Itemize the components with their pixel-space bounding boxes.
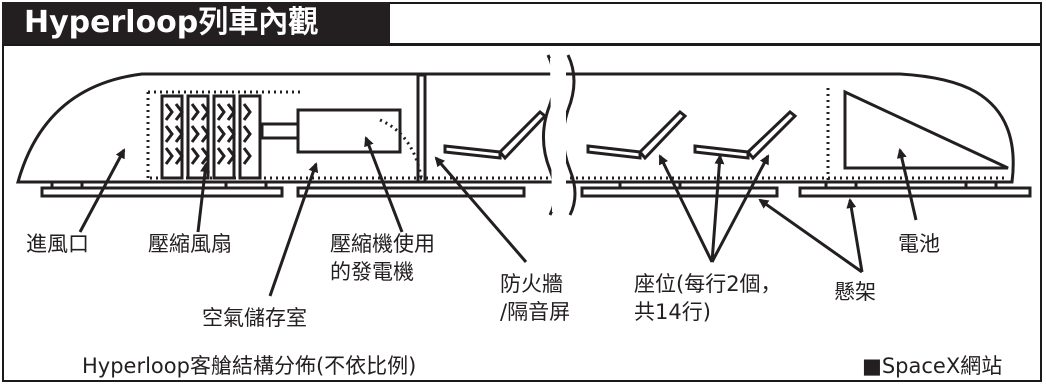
source-credit: ■SpaceX網站 xyxy=(862,354,1003,378)
arrow-battery xyxy=(896,148,918,221)
label-compressor-line1: 壓縮機使用 xyxy=(330,232,435,256)
arrow-firewall xyxy=(434,156,528,263)
label-air-tank: 空氣儲存室 xyxy=(202,306,307,330)
compression-fan xyxy=(160,94,262,180)
arrow-suspension-2 xyxy=(846,198,864,273)
label-compressor-line2: 的發電機 xyxy=(330,260,414,284)
label-seats-line2: 共14行) xyxy=(634,300,711,324)
title-bar xyxy=(2,2,1042,46)
arrow-intake xyxy=(78,148,126,233)
arrow-seat-1 xyxy=(658,154,714,263)
label-firewall-line2: /隔音屏 xyxy=(500,300,571,324)
generator-box xyxy=(296,108,402,154)
arrow-seat-3 xyxy=(710,154,770,263)
suspension-rails xyxy=(40,180,1032,198)
arrow-compressor xyxy=(364,136,404,233)
label-battery: 電池 xyxy=(898,232,940,256)
arrow-air-tank xyxy=(268,162,319,297)
figure-frame xyxy=(2,2,1042,382)
seats xyxy=(443,109,798,161)
break-mark xyxy=(542,54,577,216)
label-seats-line1: 座位(每行2個， xyxy=(634,272,782,296)
label-seats: 座位(每行2個， 共14行) xyxy=(634,270,782,326)
arrow-suspension-1 xyxy=(758,198,863,274)
label-firewall: 防火牆 /隔音屏 xyxy=(500,270,570,326)
label-suspension: 懸架 xyxy=(834,280,876,304)
fan-shaft xyxy=(260,122,300,140)
label-compressor: 壓縮機使用 的發電機 xyxy=(330,230,435,286)
figure-caption: Hyperloop客艙結構分佈(不依比例) xyxy=(82,354,417,378)
interior-dotted-outline xyxy=(146,88,1008,183)
label-intake: 進風口 xyxy=(26,232,89,256)
capsule-shell xyxy=(16,72,1015,184)
label-fan: 壓縮風扇 xyxy=(148,232,232,256)
firewall xyxy=(416,73,427,184)
arrow-seat-2 xyxy=(710,154,725,263)
figure-title: Hyperloop列車內觀 xyxy=(2,2,390,44)
battery xyxy=(843,89,1009,170)
arrow-fan xyxy=(196,162,211,233)
label-firewall-line1: 防火牆 xyxy=(500,272,563,296)
